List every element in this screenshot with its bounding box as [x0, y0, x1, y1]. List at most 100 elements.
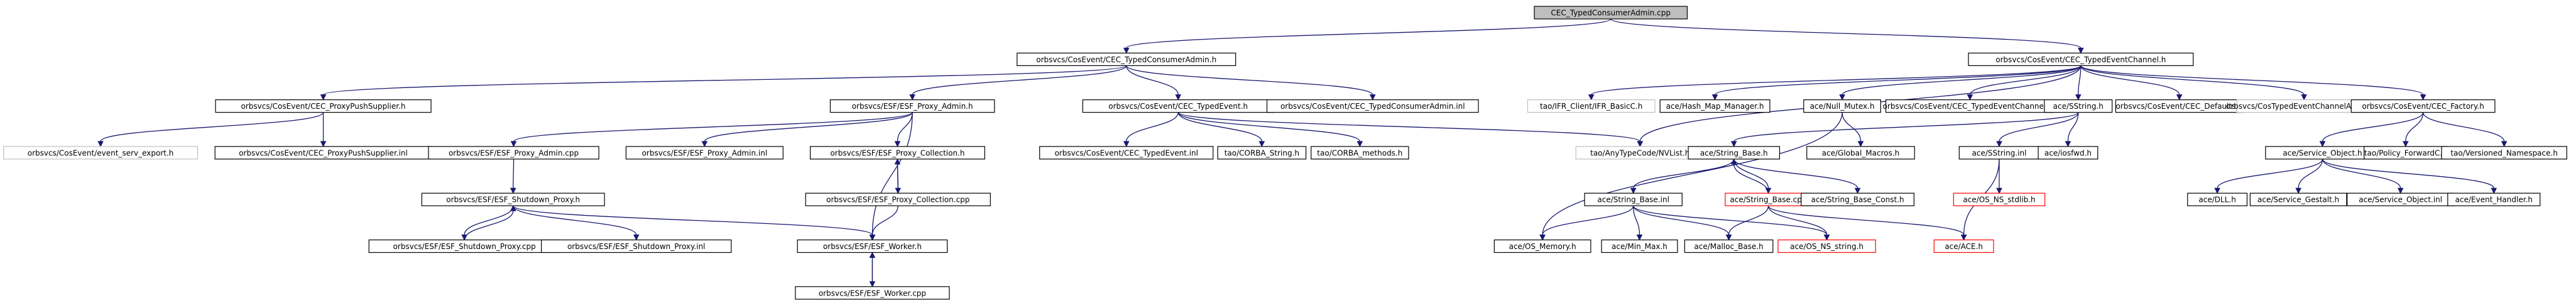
node-service-object-inl[interactable]: ace/Service_Object.inl — [2347, 192, 2455, 206]
edge-arrowhead — [2319, 141, 2326, 148]
node-null-mutex[interactable]: ace/Null_Mutex.h — [1803, 99, 1881, 113]
node-cec-tca-inl[interactable]: orbsvcs/CosEvent/CEC_TypedConsumerAdmin.… — [1266, 99, 1479, 113]
node-box — [428, 146, 599, 160]
node-event-handler[interactable]: ace/Event_Handler.h — [2447, 192, 2541, 206]
edge-line — [1633, 206, 1640, 235]
node-label: tao/Policy_ForwardC.h — [2364, 148, 2447, 157]
edge-esf_pa_cpp-to-esf_sp_h — [510, 158, 516, 194]
node-cec-tec-h[interactable]: orbsvcs/CosEvent/CEC_TypedEventChannel.h — [1968, 52, 2194, 66]
edge-arrowhead — [2501, 141, 2508, 148]
node-min-max[interactable]: ace/Min_Max.h — [1601, 239, 1678, 253]
edge-line — [464, 211, 514, 240]
edge-cec_te_h-to-anytypecode — [1177, 112, 1644, 148]
node-esf-pa-cpp[interactable]: orbsvcs/ESF/ESF_Proxy_Admin.cpp — [428, 146, 599, 160]
edge-arrowhead — [1356, 141, 1363, 148]
edge-arrowhead — [1258, 141, 1265, 148]
node-event-serv-export[interactable]: orbsvcs/CosEvent/event_serv_export.h — [3, 146, 199, 160]
node-esf-pc-h[interactable]: orbsvcs/ESF/ESF_Proxy_Collection.h — [810, 146, 985, 160]
edge-arrowhead — [2214, 187, 2220, 194]
node-cec-factory[interactable]: orbsvcs/CosEvent/CEC_Factory.h — [2350, 99, 2496, 113]
edge-arrowhead — [1637, 141, 1644, 148]
edge-line — [1126, 18, 1612, 48]
node-label: orbsvcs/ESF/ESF_Shutdown_Proxy.cpp — [393, 242, 536, 251]
edge-line — [871, 206, 898, 235]
node-cec-tec-inl[interactable]: orbsvcs/CosEvent/CEC_TypedEventChannel.i… — [1883, 99, 2058, 113]
node-esf-worker-cpp[interactable]: orbsvcs/ESF/ESF_Worker.cpp — [795, 286, 950, 300]
node-root[interactable]: CEC_TypedConsumerAdmin.cpp — [1534, 6, 1688, 19]
edge-line — [1177, 112, 1640, 142]
node-os-memory[interactable]: ace/OS_Memory.h — [1493, 239, 1591, 253]
node-cos-tecas[interactable]: orbsvcs/CosTypedEventChannelAdminS.h — [2226, 99, 2382, 113]
node-esf-sp-cpp[interactable]: orbsvcs/ESF/ESF_Shutdown_Proxy.cpp — [368, 239, 560, 253]
edge-line — [513, 158, 515, 189]
edge-arrowhead — [1967, 94, 1973, 101]
node-global-macros[interactable]: ace/Global_Macros.h — [1806, 146, 1915, 160]
node-box — [1659, 99, 1771, 113]
node-sstring-inl[interactable]: ace/SString.inl — [1958, 146, 2040, 160]
node-label: orbsvcs/CosEvent/CEC_TypedConsumerAdmin.… — [1036, 55, 1216, 64]
node-iosfwd[interactable]: ace/iosfwd.h — [2038, 146, 2098, 160]
node-cec-pps-h[interactable]: orbsvcs/CosEvent/CEC_ProxyPushSupplier.h — [215, 99, 432, 113]
edge-line — [1591, 65, 2082, 96]
node-sstring-h[interactable]: ace/SString.h — [2044, 99, 2113, 113]
node-corba-methods[interactable]: tao/CORBA_methods.h — [1311, 146, 1409, 160]
node-label: orbsvcs/CosEvent/CEC_ProxyPushSupplier.i… — [239, 148, 408, 157]
edge-line — [2080, 65, 2424, 96]
node-box — [2044, 99, 2113, 113]
node-string-base-h[interactable]: ace/String_Base.h — [1688, 146, 1781, 160]
node-esf-pa-h[interactable]: orbsvcs/ESF/ESF_Proxy_Admin.h — [829, 99, 995, 113]
node-box — [1311, 146, 1409, 160]
node-service-gestalt[interactable]: ace/Service_Gestalt.h — [2249, 192, 2347, 206]
edge-cec_tec_h-to-ifr_basic — [1588, 65, 2082, 101]
edge-esf_pa_h-to-esf_pc_h — [894, 112, 913, 148]
node-label: orbsvcs/CosEvent/CEC_TypedEvent.inl — [1054, 148, 1198, 157]
node-string-base-cpp[interactable]: ace/String_Base.cpp — [1725, 192, 1812, 206]
node-string-base-const[interactable]: ace/String_Base_Const.h — [1801, 192, 1915, 206]
node-box — [1968, 52, 2194, 66]
node-cec-pps-inl[interactable]: orbsvcs/CosEvent/CEC_ProxyPushSupplier.i… — [214, 146, 432, 160]
node-cec-te-inl[interactable]: orbsvcs/CosEvent/CEC_TypedEvent.inl — [1039, 146, 1214, 160]
node-corba-string[interactable]: tao/CORBA_String.h — [1217, 146, 1307, 160]
node-box — [421, 192, 605, 206]
edge-cec_tec_h-to-cec_tec_inl — [1967, 65, 2082, 101]
node-label: tao/CORBA_String.h — [1225, 148, 1299, 157]
edge-arrowhead — [869, 252, 876, 258]
node-label: ace/Global_Macros.h — [1822, 148, 1900, 157]
node-anytypecode[interactable]: tao/AnyTypeCode/NVList.h — [1575, 146, 1705, 160]
node-cec-te-h[interactable]: orbsvcs/CosEvent/CEC_TypedEvent.h — [1082, 99, 1274, 113]
node-os-ns-string[interactable]: ace/OS_NS_string.h — [1777, 239, 1876, 253]
node-label: orbsvcs/ESF/ESF_Shutdown_Proxy.h — [446, 196, 580, 204]
edge-cec_tca_h-to-cec_te_h — [1126, 65, 1182, 101]
node-ace-h[interactable]: ace/ACE.h — [1933, 239, 1994, 253]
node-service-object-h[interactable]: ace/Service_Object.h — [2265, 146, 2380, 160]
node-box — [1017, 52, 1236, 66]
node-esf-pa-inl[interactable]: orbsvcs/ESF/ESF_Proxy_Admin.inl — [625, 146, 783, 160]
node-policy-forward[interactable]: tao/Policy_ForwardC.h — [2364, 146, 2448, 160]
node-esf-sp-h[interactable]: orbsvcs/ESF/ESF_Shutdown_Proxy.h — [421, 192, 605, 206]
edge-line — [704, 112, 913, 142]
node-hash-map[interactable]: ace/Hash_Map_Manager.h — [1659, 99, 1771, 113]
node-cec-tca-h[interactable]: orbsvcs/CosEvent/CEC_TypedConsumerAdmin.… — [1017, 52, 1236, 66]
node-string-base-inl[interactable]: ace/String_Base.inl — [1584, 192, 1683, 206]
edge-line — [2080, 65, 2180, 95]
edge-arrowhead — [2301, 94, 2307, 101]
edge-cec_tec_h-to-sstring_h — [2075, 65, 2082, 101]
node-versioned-ns[interactable]: tao/Versioned_Namespace.h — [2441, 146, 2567, 160]
edge-line — [1633, 206, 1730, 235]
node-ifr-basic[interactable]: tao/IFR_Client/IFR_BasicC.h — [1527, 99, 1656, 113]
node-malloc-base[interactable]: ace/Malloc_Base.h — [1684, 239, 1774, 253]
node-box — [2249, 192, 2347, 206]
node-dll-h[interactable]: ace/DLL.h — [2187, 192, 2248, 206]
node-os-ns-stdlib[interactable]: ace/OS_NS_stdlib.h — [1953, 192, 2046, 206]
node-label: ace/String_Base_Const.h — [1811, 196, 1904, 204]
node-esf-sp-inl[interactable]: orbsvcs/ESF/ESF_Shutdown_Proxy.inl — [541, 239, 732, 253]
edge-cec_te_h-to-corba_string — [1177, 112, 1265, 148]
node-esf-pc-cpp[interactable]: orbsvcs/ESF/ESF_Proxy_Collection.cpp — [805, 192, 991, 206]
node-esf-worker-h[interactable]: orbsvcs/ESF/ESF_Worker.h — [797, 239, 948, 253]
node-label: orbsvcs/ESF/ESF_Proxy_Collection.cpp — [826, 196, 969, 204]
node-label: ace/Service_Gestalt.h — [2257, 196, 2339, 204]
node-box — [215, 99, 432, 113]
node-cec-defaults[interactable]: orbsvcs/CosEvent/CEC_Defaults.h — [2115, 99, 2244, 113]
edge-line — [1126, 112, 1179, 142]
node-label: ace/SString.inl — [1972, 148, 2027, 157]
